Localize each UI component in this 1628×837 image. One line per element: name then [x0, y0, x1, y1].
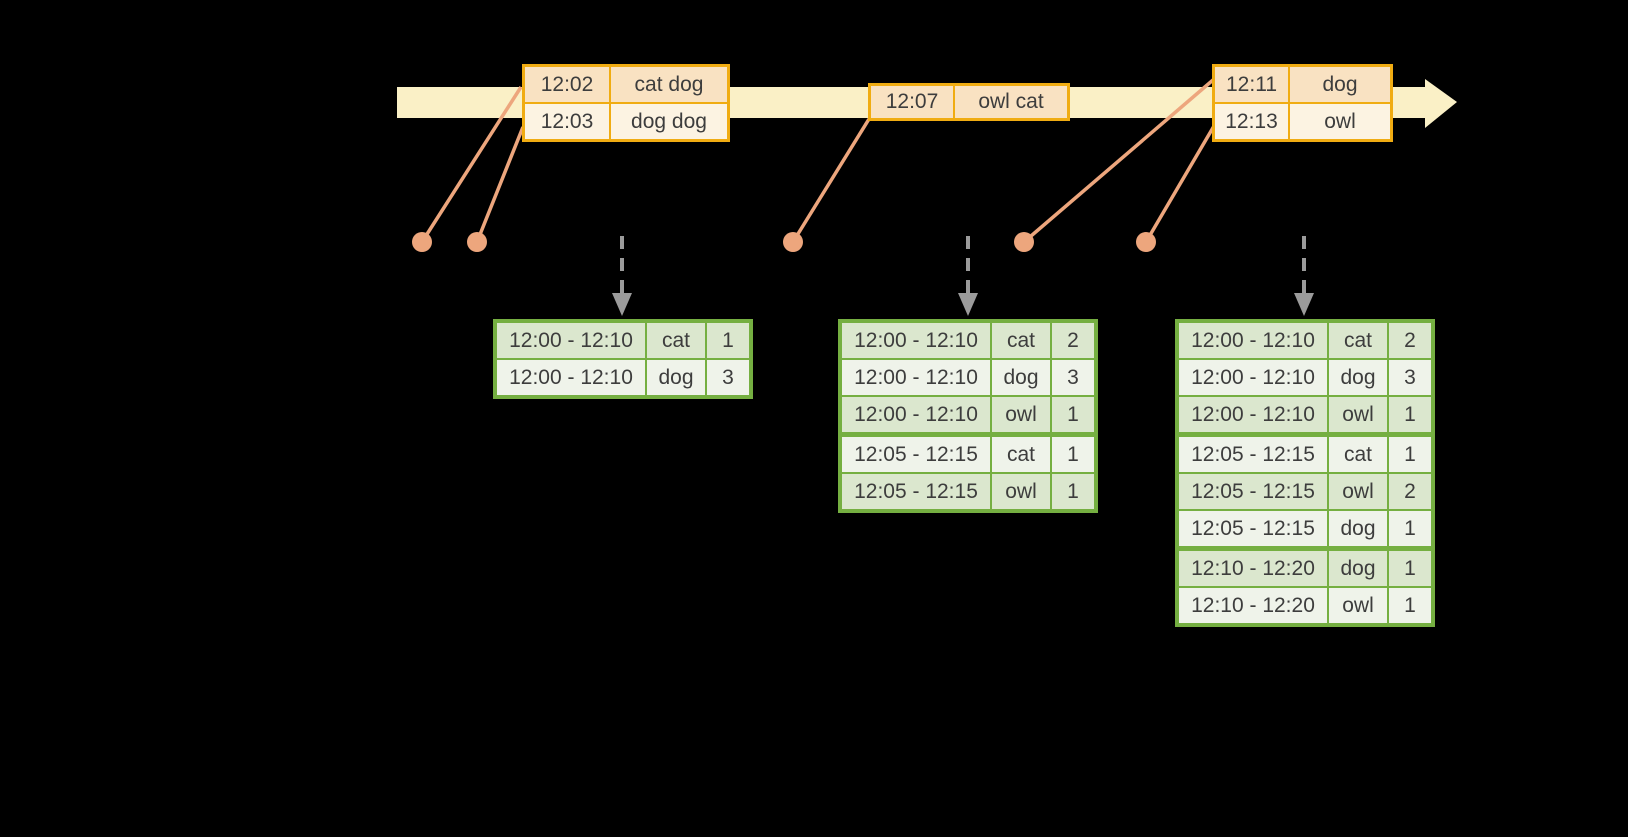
window-cell: 12:00 - 12:10: [839, 358, 992, 397]
count-cell: 1: [705, 320, 752, 360]
table-row: 12:05 - 12:15 cat 1: [1176, 432, 1434, 474]
window-cell: 12:10 - 12:20: [1176, 586, 1329, 626]
event-dot-icon: [1014, 232, 1034, 252]
word-cell: dog: [1327, 509, 1389, 550]
table-row: 12:05 - 12:15 owl 1: [839, 472, 1097, 512]
event-time-cell: 12:13: [1212, 102, 1290, 142]
window-cell: 12:05 - 12:15: [1176, 509, 1329, 550]
window-cell: 12:00 - 12:10: [1176, 395, 1329, 436]
connector-line: [475, 126, 525, 243]
table-row: 12:00 - 12:10 owl 1: [1176, 395, 1434, 436]
count-cell: 3: [1387, 358, 1434, 397]
result-table-3: 12:00 - 12:10 cat 2 12:00 - 12:10 dog 3 …: [1175, 319, 1435, 627]
event-words-cell: dog: [1288, 64, 1393, 104]
event-dot-icon: [467, 232, 487, 252]
table-row: 12:00 - 12:10 dog 3: [839, 358, 1097, 397]
count-cell: 2: [1387, 472, 1434, 511]
window-cell: 12:00 - 12:10: [1176, 320, 1329, 360]
event-row: 12:11 dog: [1212, 64, 1393, 104]
event-words-cell: dog dog: [609, 102, 730, 142]
trigger-arrow-head-icon: [612, 293, 632, 316]
count-cell: 1: [1387, 546, 1434, 588]
event-words-cell: owl: [1288, 102, 1393, 142]
count-cell: 2: [1050, 320, 1097, 360]
window-cell: 12:05 - 12:15: [839, 432, 992, 474]
word-cell: cat: [990, 320, 1052, 360]
event-time-cell: 12:07: [868, 83, 955, 121]
event-words-cell: cat dog: [609, 64, 730, 104]
connector-line: [1022, 78, 1215, 244]
table-row: 12:00 - 12:10 cat 1: [494, 320, 752, 360]
event-row: 12:07 owl cat: [868, 83, 1070, 121]
connector-line: [791, 118, 871, 243]
count-cell: 1: [1387, 586, 1434, 626]
event-row: 12:03 dog dog: [522, 102, 730, 142]
result-table-1: 12:00 - 12:10 cat 1 12:00 - 12:10 dog 3: [493, 319, 753, 399]
word-cell: cat: [645, 320, 707, 360]
word-cell: owl: [990, 395, 1052, 436]
window-cell: 12:05 - 12:15: [1176, 432, 1329, 474]
timeline-arrowhead-icon: [1425, 79, 1457, 128]
window-cell: 12:05 - 12:15: [839, 472, 992, 512]
count-cell: 2: [1387, 320, 1434, 360]
table-row: 12:05 - 12:15 cat 1: [839, 432, 1097, 474]
event-time-cell: 12:03: [522, 102, 611, 142]
count-cell: 3: [705, 358, 752, 398]
table-row: 12:00 - 12:10 cat 2: [1176, 320, 1434, 360]
event-row: 12:13 owl: [1212, 102, 1393, 142]
word-cell: cat: [1327, 432, 1389, 474]
table-row: 12:00 - 12:10 dog 3: [1176, 358, 1434, 397]
event-dot-icon: [783, 232, 803, 252]
window-cell: 12:05 - 12:15: [1176, 472, 1329, 511]
connector-line: [1144, 125, 1216, 243]
count-cell: 1: [1387, 432, 1434, 474]
table-row: 12:00 - 12:10 owl 1: [839, 395, 1097, 436]
trigger-arrow-head-icon: [1294, 293, 1314, 316]
word-cell: dog: [645, 358, 707, 398]
count-cell: 3: [1050, 358, 1097, 397]
window-cell: 12:00 - 12:10: [494, 320, 647, 360]
event-row: 12:02 cat dog: [522, 64, 730, 104]
count-cell: 1: [1387, 509, 1434, 550]
connector-line: [420, 86, 523, 243]
event-box-3: 12:11 dog 12:13 owl: [1212, 64, 1393, 142]
event-dot-icon: [412, 232, 432, 252]
table-row: 12:00 - 12:10 cat 2: [839, 320, 1097, 360]
table-row: 12:05 - 12:15 dog 1: [1176, 509, 1434, 550]
count-cell: 1: [1050, 472, 1097, 512]
trigger-arrow-head-icon: [958, 293, 978, 316]
word-cell: cat: [990, 432, 1052, 474]
table-row: 12:05 - 12:15 owl 2: [1176, 472, 1434, 511]
table-row: 12:10 - 12:20 owl 1: [1176, 586, 1434, 626]
count-cell: 1: [1050, 432, 1097, 474]
word-cell: dog: [1327, 546, 1389, 588]
word-cell: owl: [990, 472, 1052, 512]
table-row: 12:00 - 12:10 dog 3: [494, 358, 752, 398]
table-row: 12:10 - 12:20 dog 1: [1176, 546, 1434, 588]
window-cell: 12:00 - 12:10: [494, 358, 647, 398]
event-words-cell: owl cat: [953, 83, 1070, 121]
count-cell: 1: [1050, 395, 1097, 436]
word-cell: dog: [990, 358, 1052, 397]
event-box-1: 12:02 cat dog 12:03 dog dog: [522, 64, 730, 142]
window-cell: 12:00 - 12:10: [839, 320, 992, 360]
event-dot-icon: [1136, 232, 1156, 252]
event-box-2: 12:07 owl cat: [868, 83, 1070, 121]
count-cell: 1: [1387, 395, 1434, 436]
window-cell: 12:10 - 12:20: [1176, 546, 1329, 588]
event-time-cell: 12:11: [1212, 64, 1290, 104]
word-cell: owl: [1327, 472, 1389, 511]
result-table-2: 12:00 - 12:10 cat 2 12:00 - 12:10 dog 3 …: [838, 319, 1098, 513]
window-cell: 12:00 - 12:10: [1176, 358, 1329, 397]
word-cell: cat: [1327, 320, 1389, 360]
word-cell: owl: [1327, 586, 1389, 626]
window-cell: 12:00 - 12:10: [839, 395, 992, 436]
word-cell: dog: [1327, 358, 1389, 397]
word-cell: owl: [1327, 395, 1389, 436]
event-time-cell: 12:02: [522, 64, 611, 104]
